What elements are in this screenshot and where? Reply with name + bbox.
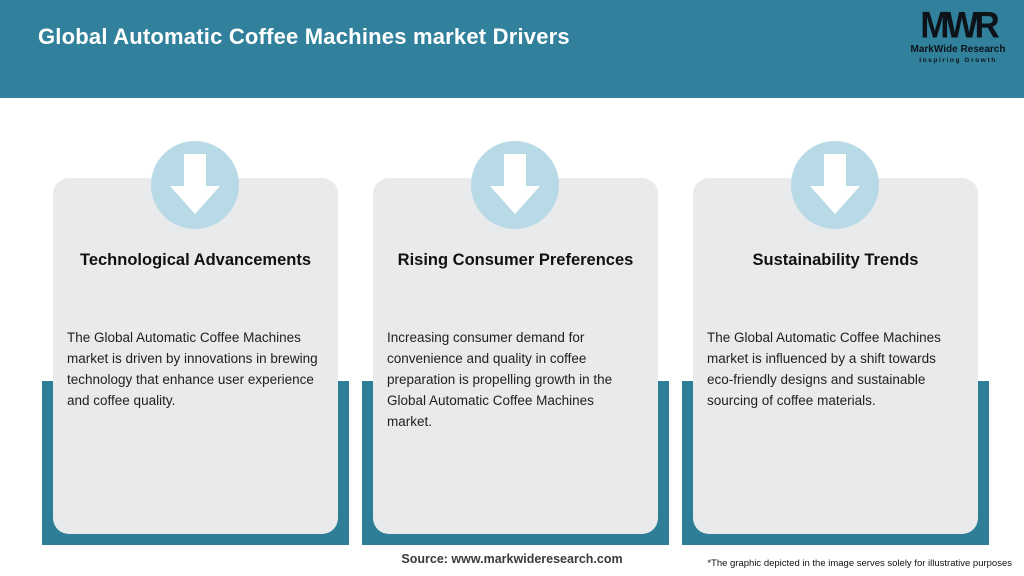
card-body: The Global Automatic Coffee Machines mar… — [707, 330, 941, 408]
card-body: Increasing consumer demand for convenien… — [387, 330, 613, 429]
card-title: Sustainability Trends — [752, 251, 919, 269]
driver-card-sustainability-trends: Sustainability Trends The Global Automat… — [693, 178, 978, 534]
logo-monogram: MWR — [920, 5, 999, 46]
logo-tagline: Inspiring Growth — [919, 57, 997, 64]
card-body: The Global Automatic Coffee Machines mar… — [67, 330, 318, 408]
card-title: Rising Consumer Preferences — [397, 251, 634, 269]
disclaimer-text: *The graphic depicted in the image serve… — [707, 558, 1012, 569]
brand-logo: MWR MarkWide Research Inspiring Growth — [904, 5, 1012, 64]
source-text: Source: www.markwideresearch.com — [401, 552, 623, 566]
header-bar: Global Automatic Coffee Machines market … — [0, 0, 1024, 98]
down-arrow-icon — [151, 141, 239, 229]
page-title: Global Automatic Coffee Machines market … — [38, 24, 570, 49]
card-title: Technological Advancements — [79, 251, 312, 269]
driver-card-technological-advancements: Technological Advancements The Global Au… — [53, 178, 338, 534]
down-arrow-icon — [471, 141, 559, 229]
driver-card-rising-consumer-preferences: Rising Consumer Preferences Increasing c… — [373, 178, 658, 534]
down-arrow-icon — [791, 141, 879, 229]
logo-name: MarkWide Research — [910, 44, 1006, 55]
